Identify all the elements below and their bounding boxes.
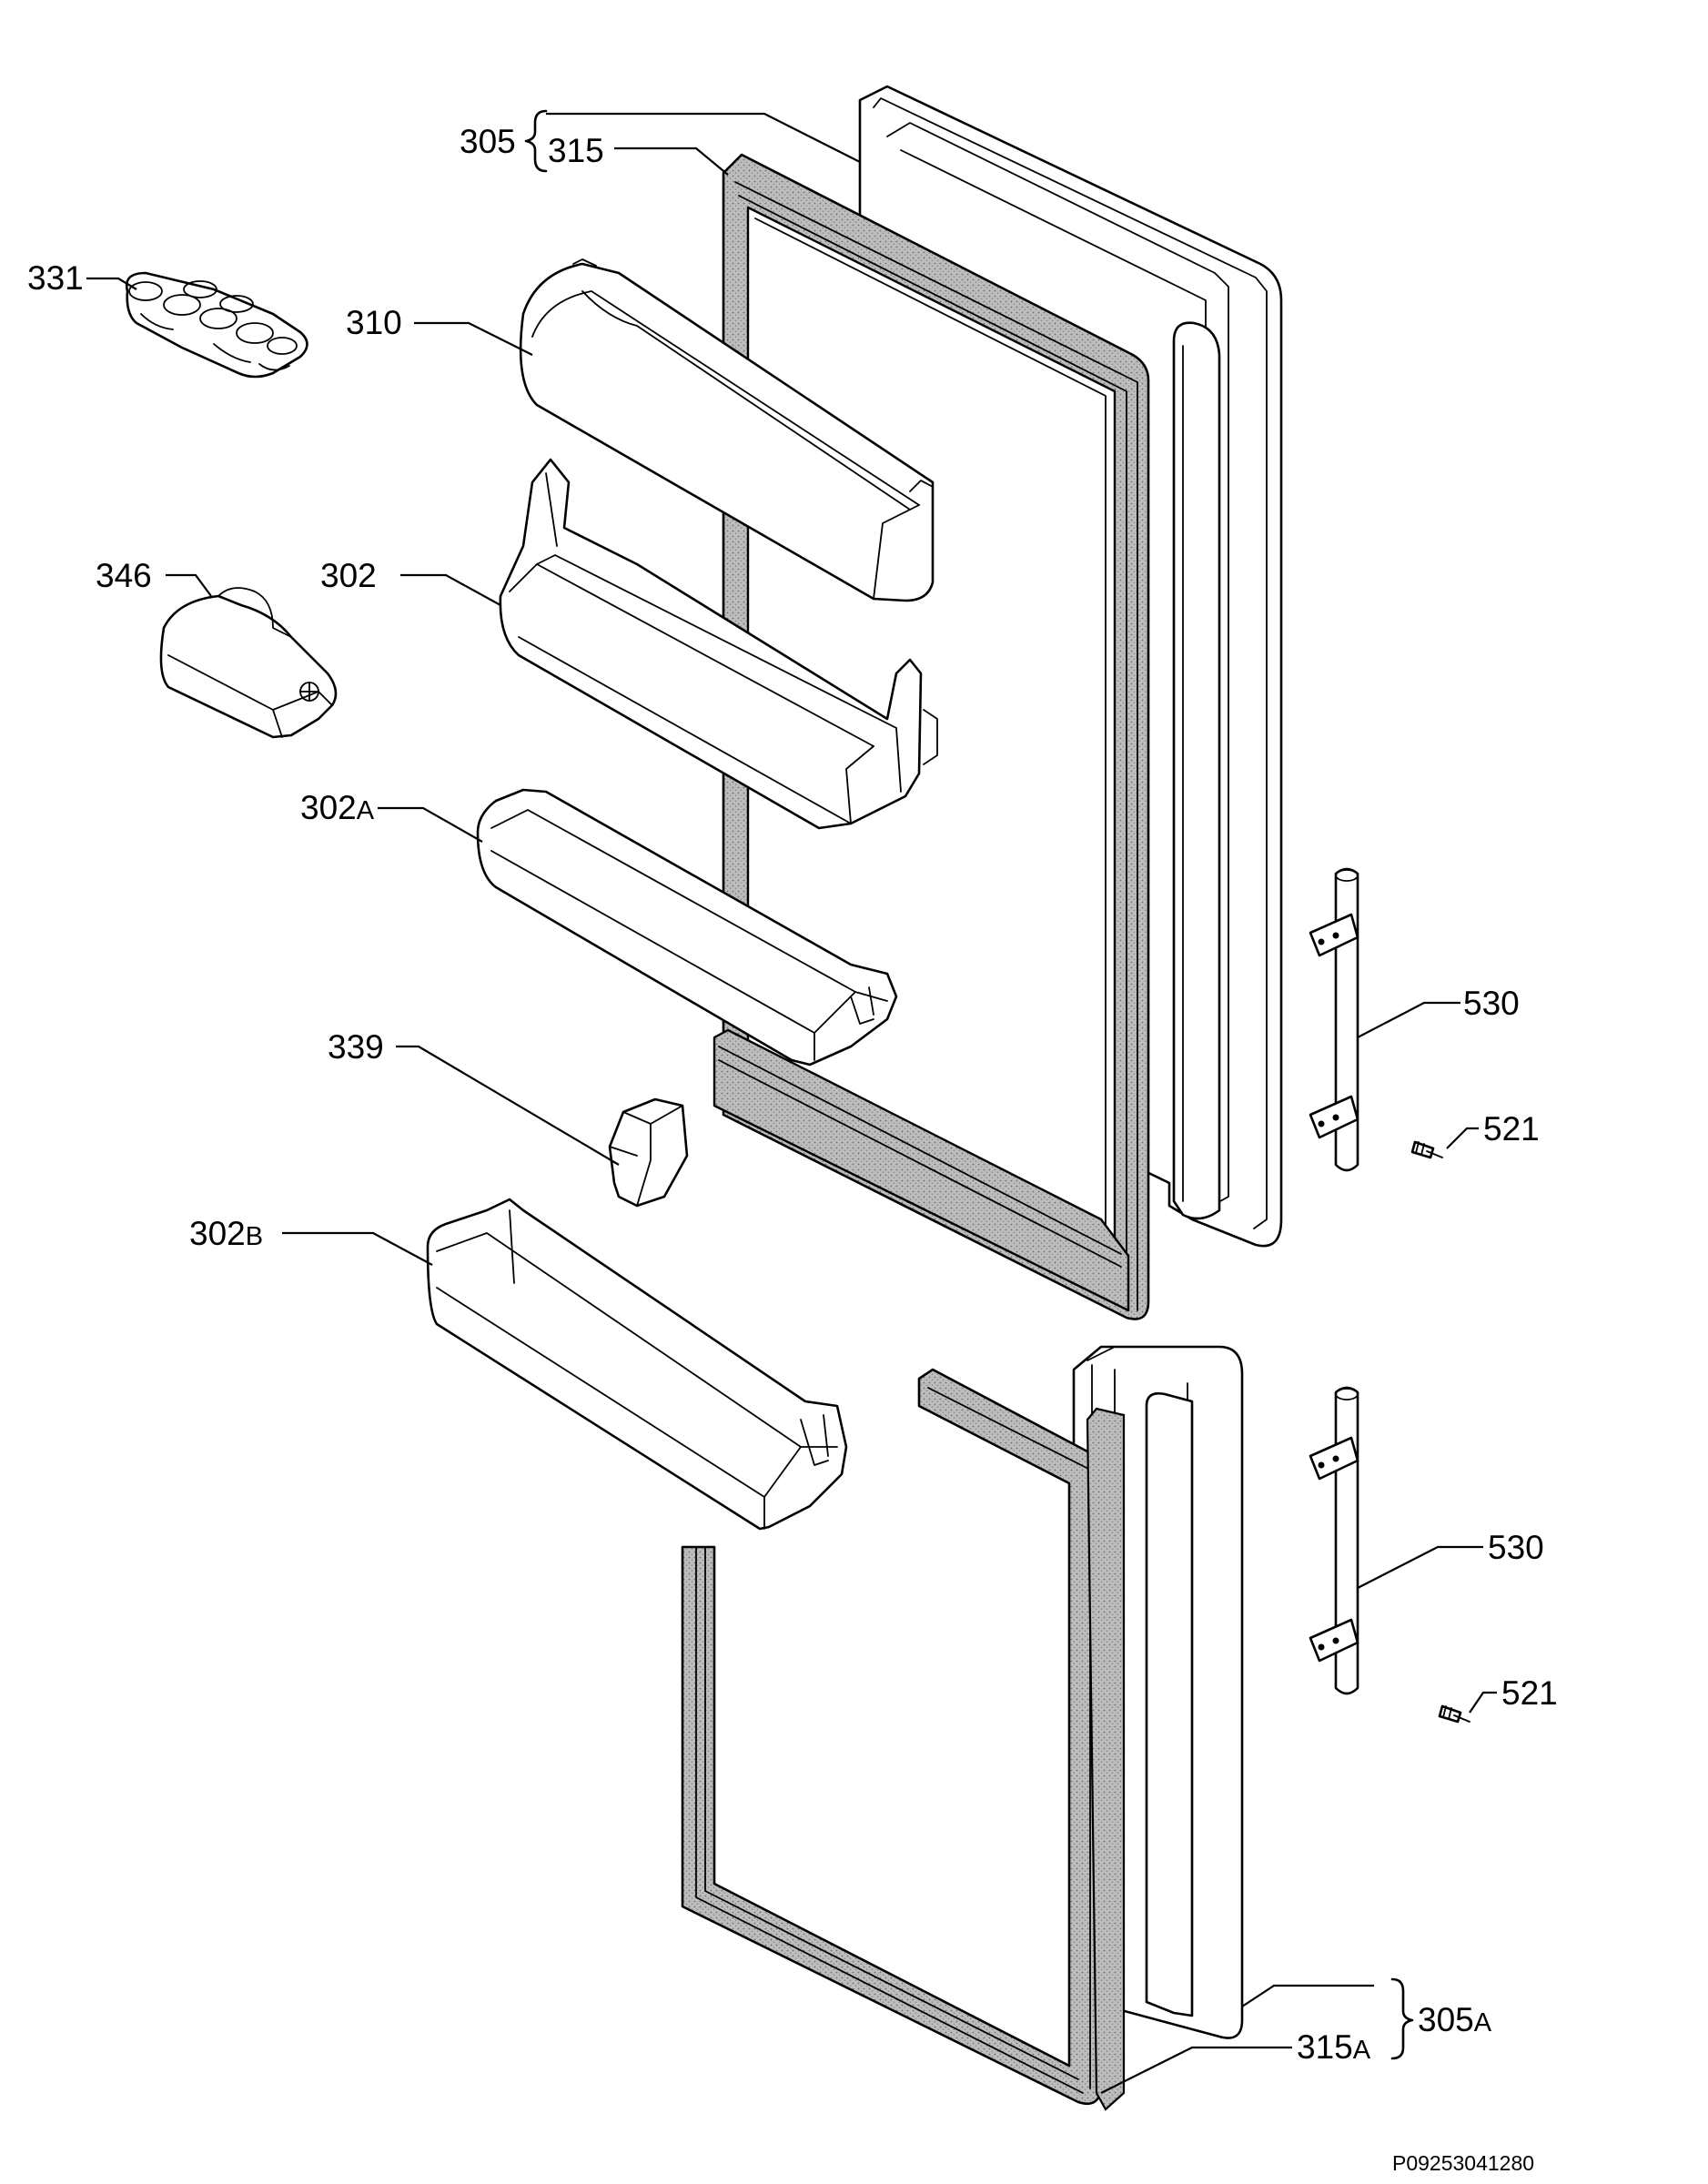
label-315A: 315A xyxy=(1297,2028,1371,2066)
label-302A-suffix: A xyxy=(357,796,375,825)
egg-tray-331 xyxy=(125,271,308,379)
label-305A-number: 305 xyxy=(1418,2001,1474,2038)
label-302B-suffix: B xyxy=(246,1222,263,1251)
door-handle-530-upper xyxy=(1309,867,1359,1172)
label-315A-number: 315 xyxy=(1297,2028,1353,2066)
label-302B-number: 302 xyxy=(189,1215,246,1252)
lower-door-gasket xyxy=(681,1368,1126,2111)
door-handle-530-lower xyxy=(1309,1386,1359,1695)
label-530-lower: 530 xyxy=(1488,1529,1544,1566)
screw-521-lower xyxy=(1438,1704,1470,1724)
label-315A-suffix: A xyxy=(1353,2036,1371,2065)
label-302: 302 xyxy=(320,557,377,594)
label-302B: 302B xyxy=(189,1215,263,1252)
butter-dish-346 xyxy=(159,587,338,739)
door-shelf-302A xyxy=(476,788,898,1067)
leader-lines xyxy=(86,112,1497,2094)
label-331: 331 xyxy=(27,259,84,297)
door-shelf-302 xyxy=(499,458,938,830)
screw-521-upper xyxy=(1410,1140,1443,1159)
label-530-upper: 530 xyxy=(1463,985,1520,1022)
upper-gasket-bottom-strip xyxy=(713,1028,1130,1312)
door-shelf-302B xyxy=(426,1198,848,1531)
part-labels: 305 315 331 310 346 302 302A 339 302B 53… xyxy=(27,123,1558,2175)
label-302A-number: 302 xyxy=(300,789,357,826)
item-339 xyxy=(608,1097,689,1208)
dairy-lid-310 xyxy=(519,258,935,602)
label-346: 346 xyxy=(96,557,152,594)
label-339: 339 xyxy=(328,1028,384,1066)
grouping-brackets xyxy=(524,109,1414,2060)
drawing-code: P09253041280 xyxy=(1392,2151,1534,2175)
label-305: 305 xyxy=(460,123,516,160)
label-305A: 305A xyxy=(1418,2001,1492,2038)
label-521-lower: 521 xyxy=(1501,1674,1558,1712)
label-521-upper: 521 xyxy=(1483,1110,1540,1148)
label-302A: 302A xyxy=(300,789,375,826)
label-315: 315 xyxy=(548,132,604,169)
label-310: 310 xyxy=(346,304,402,341)
label-305A-suffix: A xyxy=(1474,2008,1492,2037)
